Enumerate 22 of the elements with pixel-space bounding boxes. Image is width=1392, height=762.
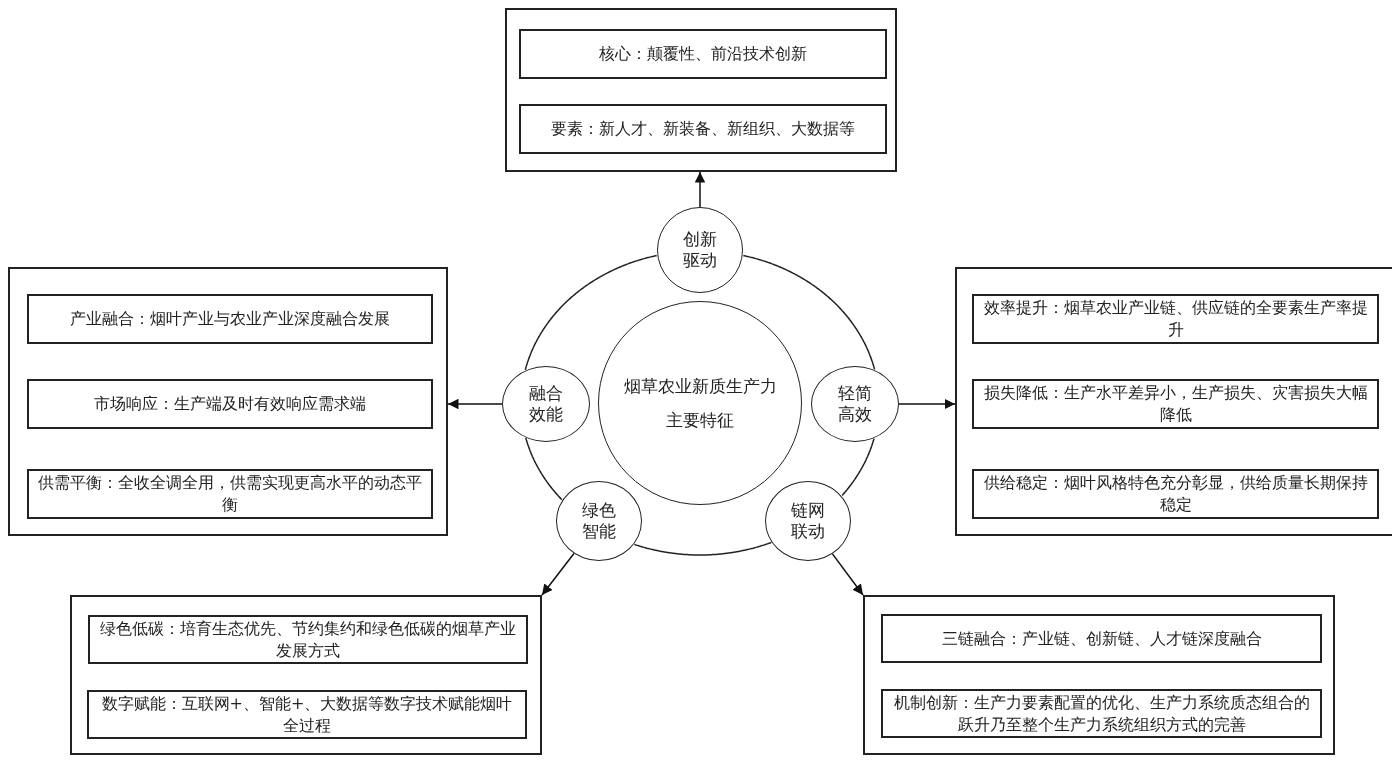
group-box (8, 267, 448, 536)
arrow (898, 398, 956, 410)
feature-box: 供需平衡：全收全调全用，供需实现更高水平的动态平衡 (27, 469, 433, 519)
arrow (831, 553, 864, 596)
feature-box: 损失降低：生产水平差异小，生产损失、灾害损失大幅降低 (972, 379, 1379, 429)
group-box (955, 267, 1392, 536)
arrow (541, 552, 575, 596)
feature-box: 核心：颠覆性、前沿技术创新 (519, 29, 887, 79)
feature-box: 绿色低碳：培育生态优先、节约集约和绿色低碳的烟草产业发展方式 (88, 615, 528, 664)
feature-box: 效率提升：烟草农业产业链、供应链的全要素生产率提升 (972, 294, 1379, 344)
feature-box: 要素：新人才、新装备、新组织、大数据等 (519, 104, 887, 154)
feature-box: 三链融合：产业链、创新链、人才链深度融合 (881, 614, 1322, 663)
feature-box: 产业融合：烟叶产业与农业产业深度融合发展 (27, 294, 433, 344)
arrow (694, 171, 706, 208)
feature-box: 数字赋能：互联网+、智能+、大数据等数字技术赋能烟叶全过程 (87, 690, 527, 739)
feature-box: 市场响应：生产端及时有效响应需求端 (27, 379, 433, 429)
feature-box: 供给稳定：烟叶风格特色充分彰显，供给质量长期保持稳定 (972, 469, 1379, 519)
group-box (863, 595, 1335, 755)
arrow (447, 398, 503, 410)
feature-box: 机制创新：生产力要素配置的优化、生产力系统质态组合的跃升乃至整个生产力系统组织方式的完善 (881, 689, 1322, 738)
group-box (505, 8, 897, 172)
group-box (70, 595, 542, 755)
